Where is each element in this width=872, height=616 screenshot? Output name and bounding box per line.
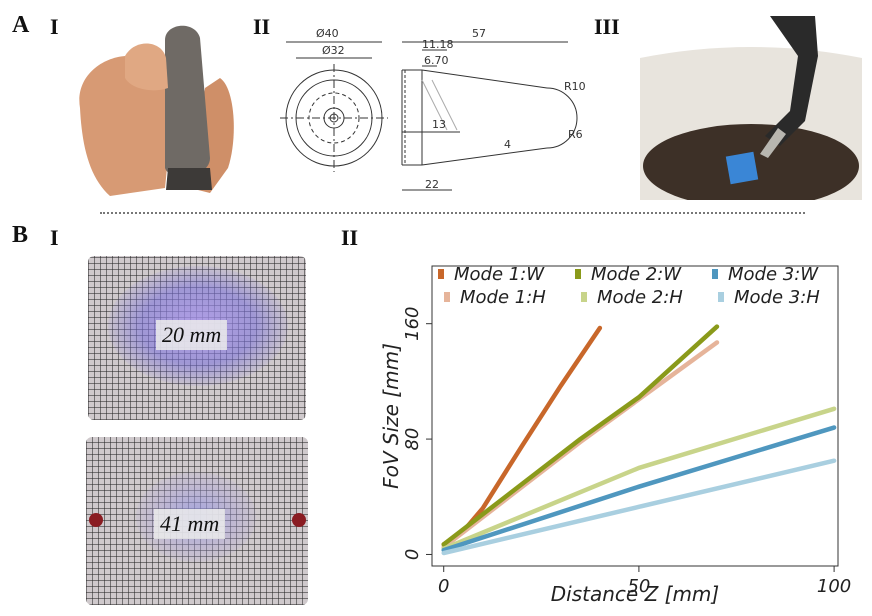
dim-6-70: 6.70 — [424, 54, 449, 67]
dim-4: 4 — [504, 138, 511, 151]
technical-drawing: Ø40 Ø32 57 11.18 6.70 R10 13 R6 4 22 — [280, 27, 586, 191]
panel-a-sub-2: II — [253, 14, 271, 39]
legend-label: Mode 3:W — [728, 264, 819, 285]
legend-swatch — [444, 292, 450, 302]
lens-label-bottom: 41 mm — [154, 509, 226, 539]
series-line-mode-2-h — [441, 406, 837, 551]
dim-13: 13 — [432, 118, 446, 131]
section-divider — [100, 212, 805, 214]
panel-letter-b: B — [12, 222, 29, 248]
marker-dot-right — [292, 513, 306, 527]
legend-swatch — [438, 269, 444, 279]
legend-label: Mode 3:H — [734, 287, 820, 308]
panel-letter-a: A — [12, 12, 30, 38]
legend-swatch — [718, 292, 724, 302]
panel-a-sub-3: III — [594, 14, 620, 39]
lens-image-bottom: 41 mm — [86, 437, 308, 605]
dim-r10: R10 — [564, 80, 586, 93]
lens-image-top: 20 mm — [88, 256, 306, 420]
y-tick-label: 80 — [402, 428, 423, 451]
panel-a-sub-1: I — [50, 14, 59, 39]
hand-holding-sensor-photo — [70, 18, 245, 200]
marker-dot-left — [89, 513, 103, 527]
legend-label: Mode 1:W — [454, 264, 545, 285]
series-line-mode-3-w — [441, 425, 837, 553]
x-tick-label: 100 — [817, 576, 851, 597]
legend-swatch — [575, 269, 581, 279]
panel-b-sub-2: II — [341, 225, 359, 250]
legend-label: Mode 2:H — [597, 287, 683, 308]
series-line-mode-3-h — [441, 458, 837, 556]
y-tick-label: 0 — [402, 549, 423, 560]
y-tick-label: 160 — [402, 307, 423, 341]
dim-length: 57 — [472, 27, 486, 40]
x-tick-label: 50 — [627, 576, 650, 597]
legend-swatch — [581, 292, 587, 302]
lens-label-top: 20 mm — [156, 320, 228, 350]
dim-outer-diameter: Ø40 — [316, 27, 339, 40]
legend-label: Mode 1:H — [460, 287, 546, 308]
series-line-mode-2-w — [441, 324, 720, 547]
dim-11-18: 11.18 — [422, 38, 454, 51]
robot-arm-photo — [640, 16, 862, 200]
panel-b-sub-1: I — [50, 225, 59, 250]
y-axis-title: FoV Size [mm] — [379, 343, 403, 489]
dim-inner-diameter: Ø32 — [322, 44, 345, 57]
legend-swatch — [712, 269, 718, 279]
dim-r6: R6 — [568, 128, 583, 141]
x-axis-title: Distance Z [mm] — [551, 582, 719, 606]
series-line-mode-1-h — [441, 340, 720, 550]
legend-label: Mode 2:W — [591, 264, 682, 285]
x-tick-label: 0 — [438, 576, 449, 597]
dim-22: 22 — [425, 178, 439, 191]
plot-frame — [431, 265, 839, 567]
